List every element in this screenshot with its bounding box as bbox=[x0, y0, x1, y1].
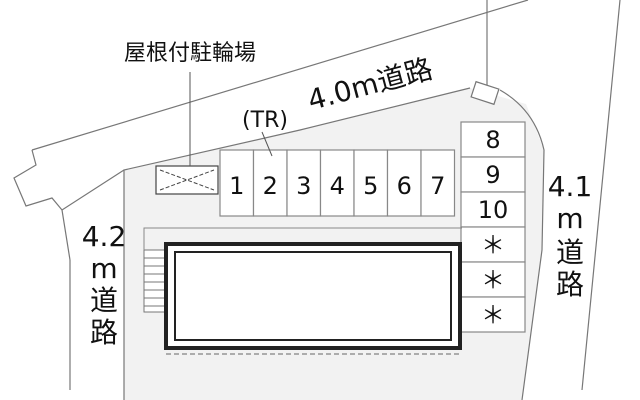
parking-space-label: 2 bbox=[263, 172, 278, 200]
parking-space-label: ＊ bbox=[481, 231, 505, 259]
road-west-char-2: 路 bbox=[90, 316, 118, 349]
building-inner bbox=[174, 251, 452, 341]
parking-space-13: ＊ bbox=[460, 296, 526, 333]
parking-space-label: 3 bbox=[296, 172, 311, 200]
site-lot-edge bbox=[123, 87, 545, 400]
parking-space-label: 8 bbox=[485, 126, 500, 154]
road-west-unit: m bbox=[90, 252, 117, 285]
pole-marker bbox=[470, 80, 500, 106]
road-north-edge bbox=[13, 149, 125, 211]
trunk-room-leader bbox=[261, 131, 273, 157]
parking-space-label: ＊ bbox=[481, 301, 505, 329]
stairs bbox=[143, 249, 167, 313]
road-east-unit: m bbox=[556, 202, 583, 235]
parking-space-3: 3 bbox=[286, 149, 322, 217]
parking-column: 8 9 10 ＊ ＊ ＊ bbox=[460, 121, 526, 333]
parking-space-8: 8 bbox=[460, 121, 526, 158]
parking-space-5: 5 bbox=[353, 149, 389, 217]
parking-space-11: ＊ bbox=[460, 226, 526, 263]
walkway-outline bbox=[143, 227, 462, 250]
parking-space-4: 4 bbox=[319, 149, 355, 217]
bicycle-parking-cross-a bbox=[159, 169, 215, 191]
parking-space-label: 10 bbox=[478, 196, 509, 224]
parking-space-9: 9 bbox=[460, 156, 526, 193]
parking-space-7: 7 bbox=[420, 149, 456, 217]
parking-space-label: 5 bbox=[363, 172, 378, 200]
road-west-char-1: 道 bbox=[90, 284, 118, 317]
bicycle-parking-cross-b bbox=[159, 169, 215, 191]
parking-space-10: 10 bbox=[460, 191, 526, 228]
road-east-char-1: 道 bbox=[556, 236, 584, 269]
parking-space-label: ＊ bbox=[481, 266, 505, 294]
parking-space-label: 7 bbox=[430, 172, 445, 200]
road-east-far-edge bbox=[581, 0, 621, 391]
road-east-char-2: 路 bbox=[556, 268, 584, 301]
parking-space-label: 4 bbox=[330, 172, 345, 200]
parking-space-label: 9 bbox=[485, 161, 500, 189]
road-west-width: 4.2 bbox=[82, 220, 127, 253]
bicycle-parking-label: 屋根付駐輪場 bbox=[124, 41, 256, 66]
road-east-width: 4.1 bbox=[548, 170, 593, 203]
parking-space-label: 6 bbox=[397, 172, 412, 200]
bicycle-parking-box bbox=[155, 165, 219, 195]
road-west-far-edge-upper bbox=[61, 209, 71, 261]
parking-space-6: 6 bbox=[386, 149, 422, 217]
parking-space-2: 2 bbox=[252, 149, 288, 217]
parking-space-1: 1 bbox=[219, 149, 255, 217]
parking-space-label: 1 bbox=[229, 172, 244, 200]
trunk-room-label: (TR) bbox=[242, 108, 288, 133]
road-north-far-edge bbox=[31, 0, 529, 151]
parking-space-12: ＊ bbox=[460, 261, 526, 298]
